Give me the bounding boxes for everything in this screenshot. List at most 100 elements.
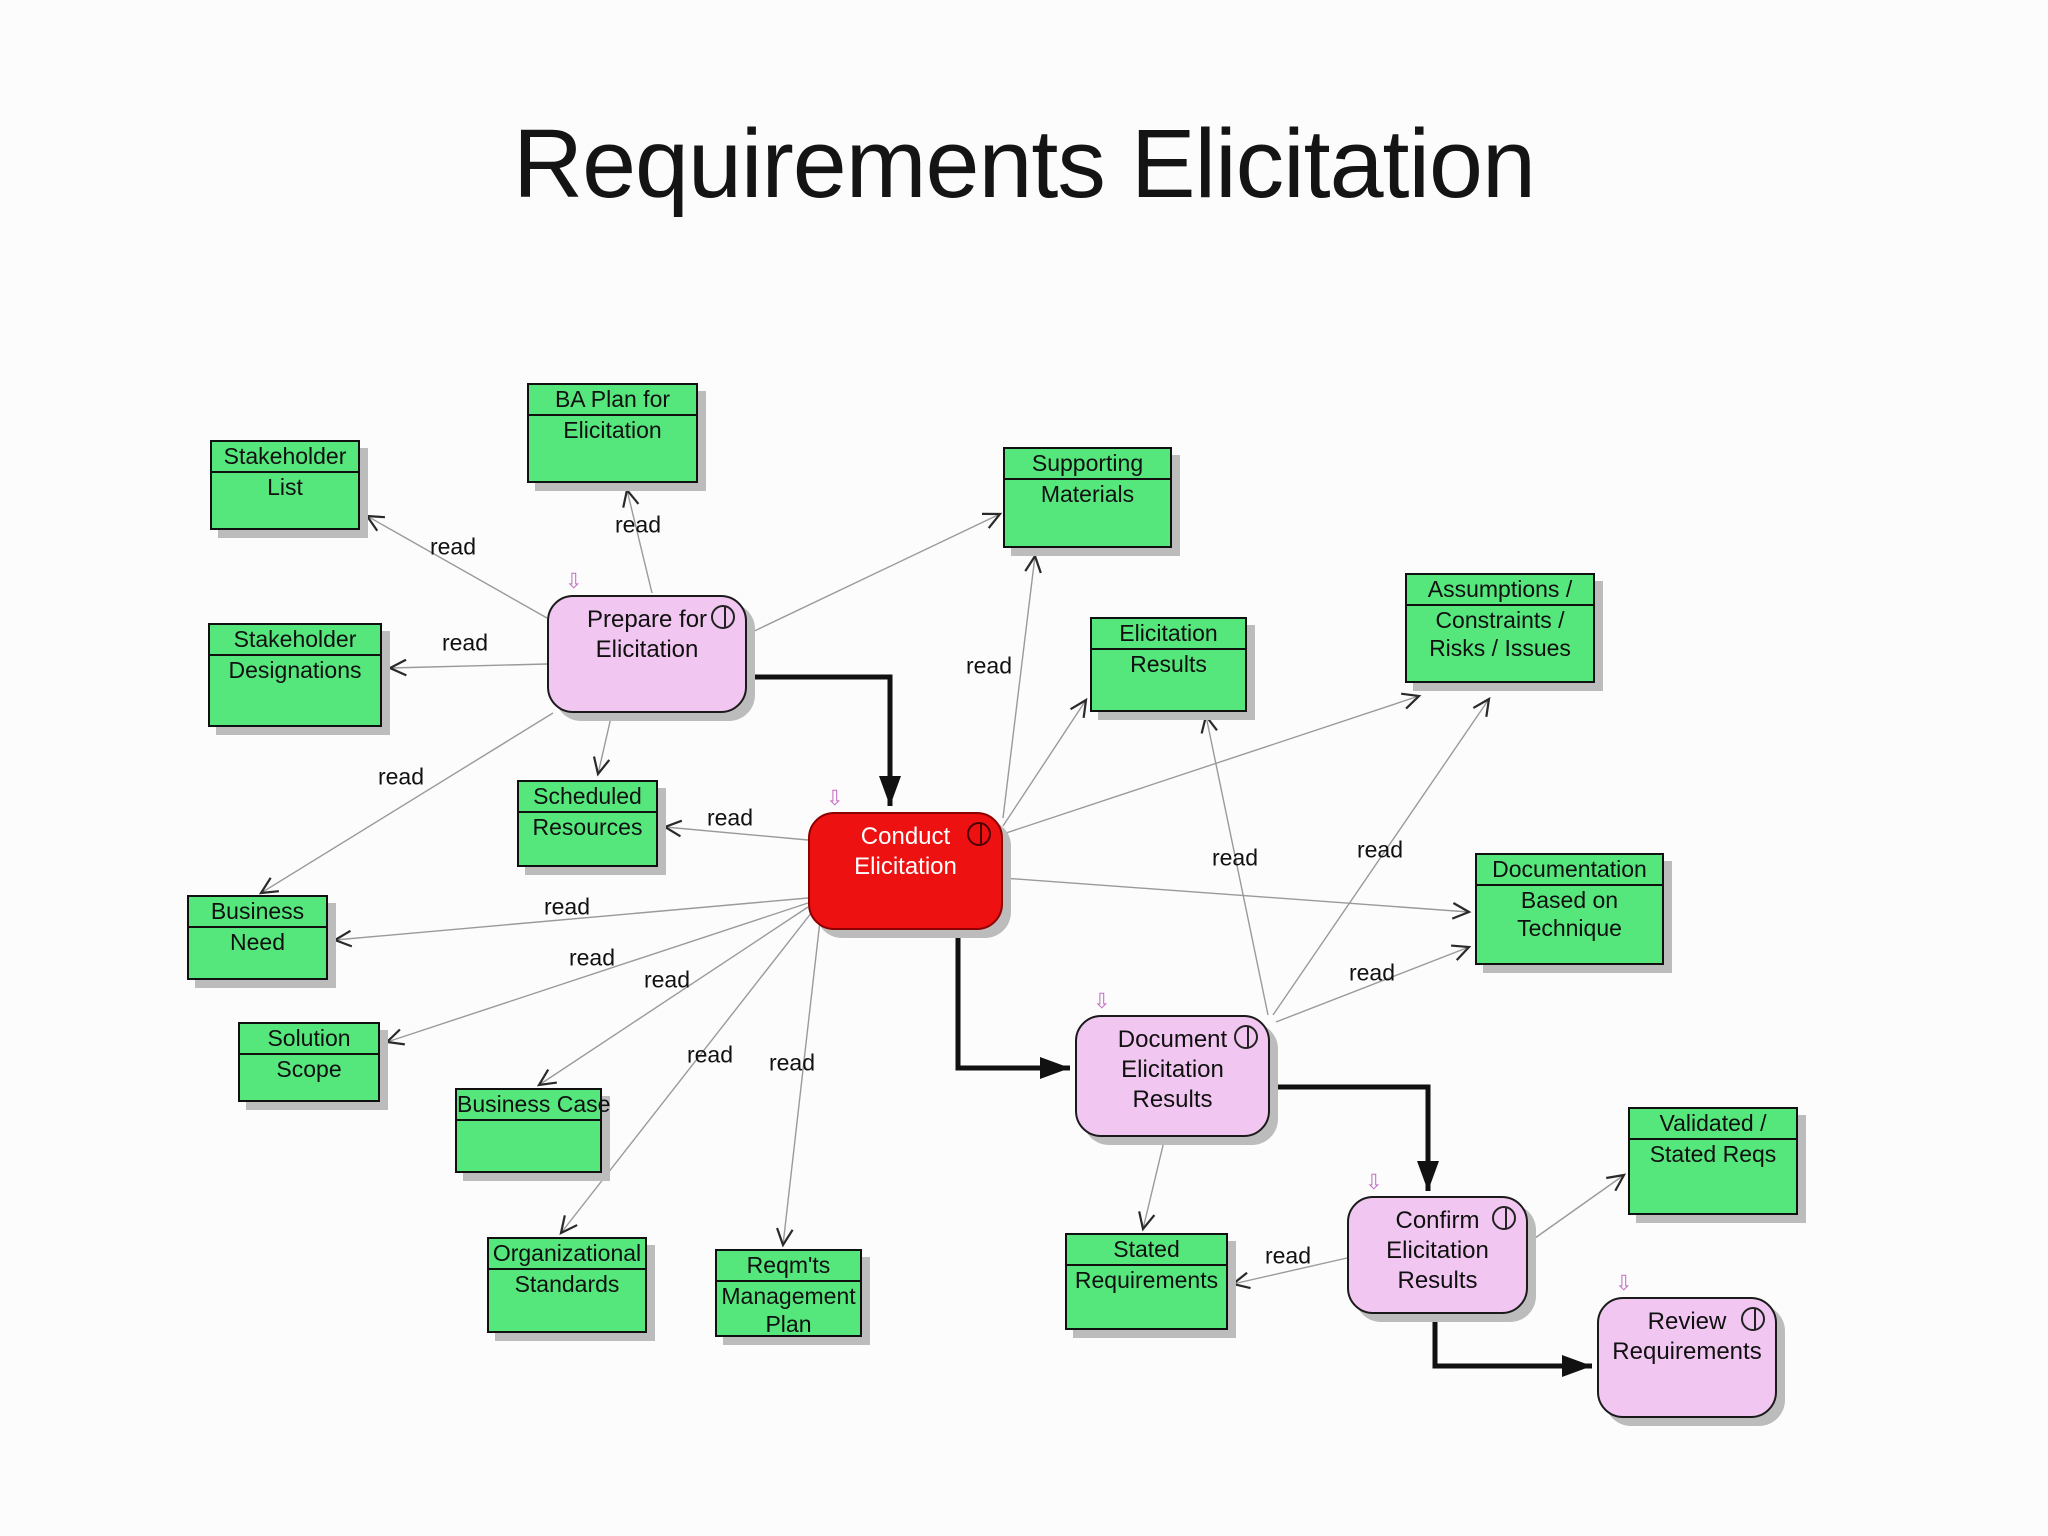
data-object-body: Designations — [210, 656, 380, 684]
data-object-body: Results — [1092, 650, 1245, 678]
edge-label-conduct-elicitation-to-scheduled-resources: read — [706, 804, 754, 831]
task-circle-bar-icon — [1233, 1024, 1259, 1050]
data-object-header: Solution — [240, 1024, 378, 1055]
data-object-text-line: Based on — [1520, 887, 1619, 913]
data-object-text-line: Management — [721, 1283, 856, 1309]
open-arrowhead-icon — [1401, 692, 1422, 710]
edge-conduct-elicitation-to-document-elicitation-results — [955, 930, 1070, 1079]
data-object-text-line: Results — [1130, 651, 1207, 677]
data-object-text-line: Standards — [514, 1271, 620, 1297]
data-object-text-line: Elicitation — [563, 417, 662, 443]
open-arrowhead-icon — [364, 514, 386, 532]
thick-arrowhead-icon — [1417, 1161, 1439, 1191]
data-object-body: Need — [189, 928, 326, 956]
edge-conduct-elicitation-to-business-case — [536, 906, 809, 1087]
edge-label-prepare-for-elicitation-to-business-need: read — [377, 763, 425, 790]
data-object-header: Stated — [1067, 1235, 1226, 1266]
input-arrow-icon: ⇩ — [565, 570, 583, 593]
data-object-body: Standards — [489, 1270, 645, 1298]
data-object-text-line: Plan — [765, 1311, 812, 1337]
data-object-header: Stakeholder — [212, 442, 358, 473]
edge-label-prepare-for-elicitation-to-stakeholder-list: read — [429, 533, 477, 560]
open-arrowhead-icon — [592, 756, 611, 777]
data-object-body: Constraints /Risks / Issues — [1407, 606, 1593, 662]
edge-label-conduct-elicitation-to-business-need: read — [543, 893, 591, 920]
task-circle-bar-icon — [966, 821, 992, 847]
input-arrow-icon: ⇩ — [826, 787, 844, 810]
task-text-line: Review — [1647, 1308, 1727, 1335]
open-arrowhead-icon — [776, 1227, 794, 1248]
task-text-line: Results — [1132, 1086, 1213, 1113]
data-object-body: Requirements — [1067, 1266, 1226, 1294]
edge-prepare-for-elicitation-to-business-need — [258, 712, 554, 895]
edge-conduct-elicitation-to-elicitation-results — [1002, 697, 1088, 827]
open-arrowhead-icon — [559, 1215, 578, 1235]
data-object-header: Scheduled — [519, 782, 656, 813]
edge-conduct-elicitation-to-documentation-based-on-technique — [1002, 877, 1472, 920]
data-object-header: Business — [189, 897, 326, 928]
edge-label-prepare-for-elicitation-to-ba-plan-for-elicitation: read — [614, 511, 662, 538]
edge-conduct-elicitation-to-scheduled-resources — [662, 819, 809, 841]
open-arrowhead-icon — [1200, 713, 1218, 734]
task-circle-bar-icon — [1491, 1205, 1517, 1231]
open-arrowhead-icon — [536, 1068, 557, 1087]
edge-confirm-elicitation-results-to-validated-stated-reqs — [1527, 1173, 1627, 1244]
task-text-line: Requirements — [1612, 1338, 1762, 1365]
data-object-text-line: List — [267, 474, 303, 500]
data-object-text-line: Need — [230, 929, 285, 955]
data-object-body: Materials — [1005, 480, 1170, 508]
data-object-text-line: Requirements — [1074, 1267, 1219, 1293]
data-object-header: Elicitation — [1092, 619, 1245, 650]
data-object-body: Stated Reqs — [1630, 1140, 1796, 1168]
open-arrowhead-icon — [662, 819, 683, 838]
data-object-header: Assumptions / — [1407, 575, 1593, 606]
data-object-header: Organizational — [489, 1239, 645, 1270]
open-arrowhead-icon — [387, 658, 407, 677]
node-validated-stated-reqs: Validated /Stated Reqs — [1628, 1107, 1798, 1215]
task-circle-bar-icon — [1740, 1306, 1766, 1332]
edge-document-elicitation-results-to-assumptions-constraints-risks-issues — [1272, 696, 1491, 1016]
edge-document-elicitation-results-to-stated-requirements — [1138, 1136, 1166, 1232]
edge-confirm-elicitation-results-to-stated-requirements — [1230, 1257, 1348, 1290]
task-text-line: Elicitation — [1121, 1056, 1224, 1083]
input-arrow-icon: ⇩ — [1365, 1171, 1383, 1194]
data-object-text-line: Stated Reqs — [1649, 1141, 1777, 1167]
open-arrowhead-icon — [1024, 553, 1042, 574]
task-text-line: Document — [1117, 1026, 1228, 1053]
edge-label-prepare-for-elicitation-to-stakeholder-designations: read — [441, 629, 489, 656]
data-object-body: Elicitation — [529, 416, 696, 444]
task-text-line: Confirm — [1395, 1207, 1480, 1234]
task-text-line: Elicitation — [595, 636, 699, 663]
edge-document-elicitation-results-to-elicitation-results — [1200, 713, 1269, 1016]
task-text-line: Prepare for — [586, 606, 708, 633]
task-text-line: Conduct — [860, 823, 951, 850]
edge-label-conduct-elicitation-to-supporting-materials: read — [965, 652, 1013, 679]
data-object-text-line: Technique — [1517, 915, 1622, 941]
edge-label-document-elicitation-results-to-elicitation-results: read — [1211, 844, 1259, 871]
open-arrowhead-icon — [981, 512, 1003, 529]
data-object-header: Reqm'ts — [717, 1251, 860, 1282]
open-arrowhead-icon — [1451, 902, 1472, 920]
data-object-header: BA Plan for — [529, 385, 696, 416]
edge-prepare-for-elicitation-to-conduct-elicitation — [747, 674, 901, 806]
data-object-header: Business Case — [457, 1090, 610, 1121]
data-object-body: Resources — [519, 813, 656, 841]
edge-conduct-elicitation-to-assumptions-constraints-risks-issues — [1002, 692, 1422, 835]
